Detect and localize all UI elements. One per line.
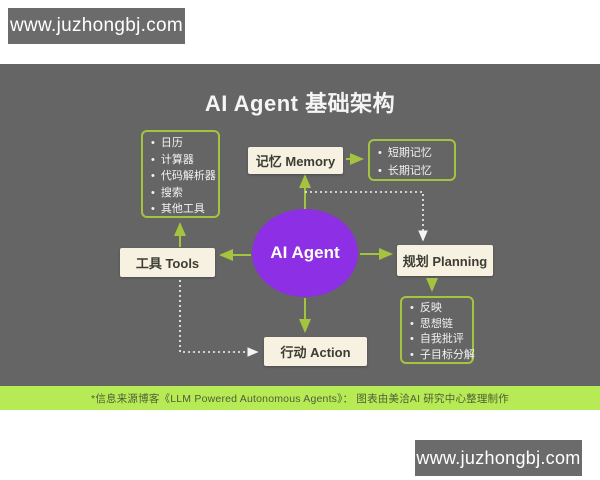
planning-list: 反映思想链自我批评子目标分解 [402,298,475,364]
dotted-memory-to-planning [305,191,428,242]
list-item: 搜索 [151,185,214,202]
connector-lines [174,153,438,357]
tools-list-box: 日历计算器代码解析器搜索其他工具 [141,130,220,218]
list-item: 代码解析器 [151,168,216,185]
tools-list: 日历计算器代码解析器搜索其他工具 [143,132,218,218]
action-node: 行动 Action [264,337,367,366]
memory-node: 记忆 Memory [248,147,343,174]
diagram-canvas: AI Agent 基础架构 日历计算器代码解析器搜索其他工具 短期记忆 [0,64,600,410]
watermark-top: www.juzhongbj.com [8,8,185,44]
dotted-tools-to-action [179,280,259,357]
list-item: 日历 [151,135,214,152]
list-item: 子目标分解 [410,348,475,364]
list-item: 反映 [410,301,468,317]
list-item: 其他工具 [151,201,214,218]
planning-list-box: 反映思想链自我批评子目标分解 [400,296,475,364]
planning-node: 规划 Planning [397,245,493,276]
list-item: 思想链 [410,317,468,333]
tools-node: 工具 Tools [120,248,215,277]
list-item: 长期记忆 [378,162,450,180]
footer-bar: *信息来源博客《LLM Powered Autonomous Agents》： … [0,386,600,410]
list-item: 短期记忆 [378,144,450,162]
ai-agent-label: AI Agent [270,243,340,262]
list-item: 自我批评 [410,332,468,348]
memory-list: 短期记忆长期记忆 [370,141,454,180]
memory-list-box: 短期记忆长期记忆 [368,139,456,181]
ai-agent-circle: AI Agent [252,209,358,297]
watermark-bottom: www.juzhongbj.com [415,440,582,476]
list-item: 计算器 [151,152,214,169]
diagram-title: AI Agent 基础架构 [204,91,396,116]
